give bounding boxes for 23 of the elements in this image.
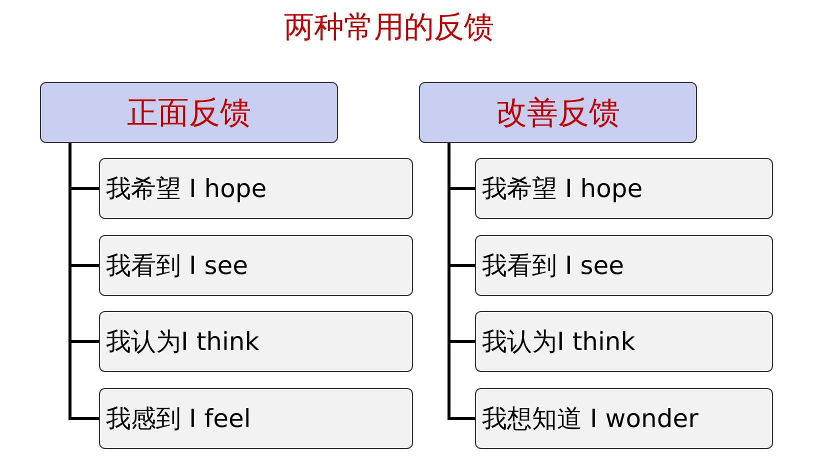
item-box: [99, 311, 413, 372]
item-box: [99, 235, 413, 296]
item-label: 我感到 I feel: [106, 402, 251, 434]
item-box: [475, 158, 773, 219]
item-label: 我希望 I hope: [106, 172, 267, 204]
item-box: [475, 388, 773, 449]
item-box: [475, 235, 773, 296]
item-label: 我看到 I see: [482, 250, 624, 282]
diagram-title: 两种常用的反馈: [284, 9, 494, 47]
item-label: 我想知道 I wonder: [482, 402, 698, 434]
connector-line: [68, 143, 99, 420]
item-label: 我看到 I see: [106, 250, 248, 282]
item-box: [99, 158, 413, 219]
connector-line: [448, 143, 475, 420]
item-label: 我希望 I hope: [482, 172, 643, 204]
category-box: [419, 82, 697, 143]
category-label: 改善反馈: [496, 94, 620, 132]
item-label: 我认为I think: [482, 326, 636, 358]
item-box: [475, 311, 773, 372]
item-box: [99, 388, 413, 449]
item-label: 我认为I think: [106, 326, 260, 358]
category-box: [40, 82, 338, 143]
category-label: 正面反馈: [127, 94, 251, 132]
